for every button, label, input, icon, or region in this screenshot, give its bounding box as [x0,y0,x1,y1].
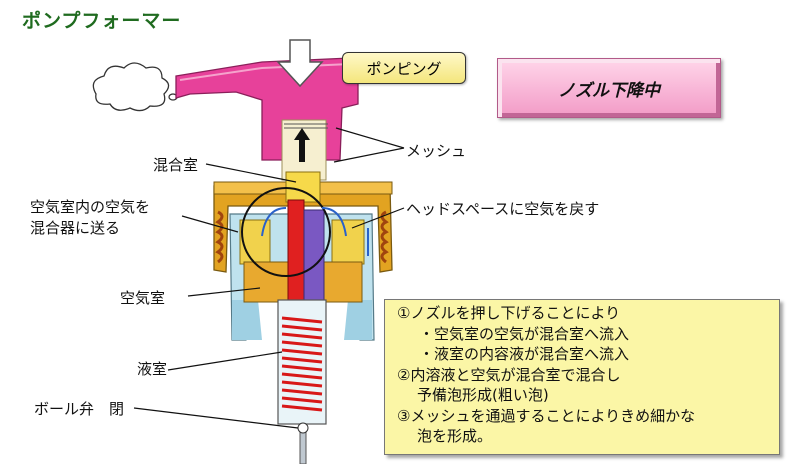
mixing-highlight-circle [241,187,331,277]
air-to-mixer-label-line2: 混合器に送る [30,219,121,237]
up-arrow-icon [294,128,310,162]
liquid-chamber-label: 液室 [137,360,168,378]
cloud-icon [92,62,187,112]
mixing-chamber-label: 混合室 [153,156,199,174]
note-line: ・空気室の空気が混合室へ流入 [419,324,630,343]
note-line: ②内溶液と空気が混合室で混合し [397,365,621,384]
headspace-label: ヘッドスペースに空気を戻す [406,200,600,218]
page-title: ポンプフォーマー [22,10,182,32]
airflow-arrows [261,207,369,256]
down-arrow-icon [276,39,324,88]
nozzle-actuator [175,57,359,161]
liquid-chamber-cylinder [277,299,327,464]
status-badge: ノズル下降中 [497,58,721,118]
pumping-label: ポンピング [342,52,466,84]
mixing-chamber-area [285,171,321,203]
explanation-notes: ①ノズルを押し下げることにより ・空気室の空気が混合室へ流入 ・液室の内容液が混… [384,299,780,455]
note-line: 泡を形成。 [417,427,493,445]
note-line: ・液室の内容液が混合室へ流入 [419,345,630,363]
note-line: ①ノズルを押し下げることにより [397,304,621,322]
air-to-mixer-label-line1: 空気室内の空気を [30,198,151,216]
note-line: 予備泡形成(粗い泡) [417,386,549,404]
mesh [284,123,328,129]
ball-valve-label: ボール弁 閉 [34,400,125,418]
liquid-passage [303,209,325,301]
leader-lines [133,127,405,429]
air-chamber-label: 空気室 [120,289,166,307]
mesh-label: メッシュ [406,142,467,160]
note-line: ③メッシュを通過することによりきめ細かな [397,406,696,425]
